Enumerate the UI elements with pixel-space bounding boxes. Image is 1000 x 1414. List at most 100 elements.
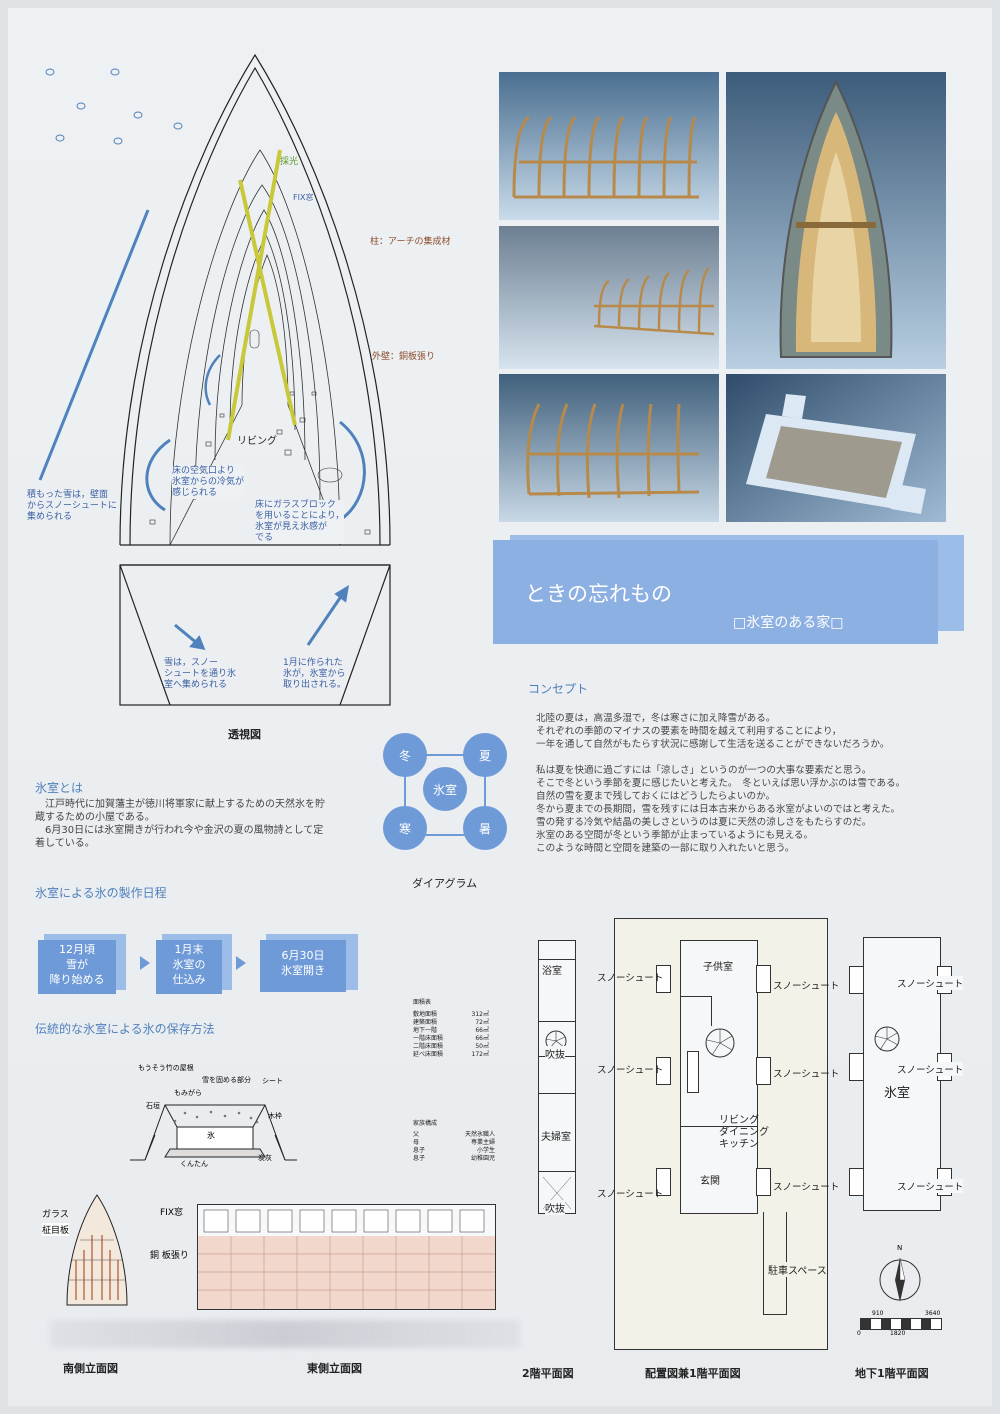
- north-label: N: [897, 1244, 903, 1252]
- snow-chute-box: [756, 1168, 771, 1196]
- snow-chute-box: [656, 965, 671, 993]
- schedule-step-2: 1月末 氷室の 仕込み: [156, 940, 222, 994]
- area-row-v: 66㎡: [475, 1035, 489, 1042]
- floor2-bath: 浴室: [542, 966, 562, 977]
- family-row-v: 小学生: [476, 1147, 495, 1154]
- scale-bar: [860, 1318, 942, 1330]
- south-elevation-drawing: [66, 1194, 128, 1306]
- label-light: 採光: [280, 157, 299, 167]
- floor1-ldk: リビング ダイニング キッチン: [719, 1115, 769, 1150]
- floor2-master: 夫婦室: [541, 1132, 571, 1143]
- label-kuntan: くんたん: [180, 1160, 208, 1168]
- family-row-k: 息子: [413, 1155, 426, 1162]
- title-sub: □氷室のある家□: [733, 615, 844, 631]
- east-elevation-copper: [197, 1236, 496, 1310]
- diagram-summer: 夏: [463, 733, 507, 777]
- area-row-k: 地下一階: [413, 1027, 438, 1034]
- scale-1820: 1820: [890, 1330, 906, 1337]
- schedule-arrow-1: [140, 956, 150, 970]
- basement-room: 氷室: [884, 1086, 911, 1101]
- label-sumi: 炭灰: [258, 1154, 272, 1162]
- family-row-v: 天然氷職人: [464, 1131, 495, 1138]
- floor1-kids-room: 子供室: [703, 962, 733, 973]
- basement-caption: 地下1階平面図: [855, 1367, 929, 1380]
- perspective-caption: 透視図: [228, 728, 261, 741]
- floor2-caption: 2階平面図: [522, 1367, 574, 1380]
- family-table-title: 家族構成: [413, 1120, 438, 1127]
- note-snow-wall: 積もった雪は，壁面 からスノーシュートに 集められる: [27, 490, 117, 522]
- floor2-plan: [538, 940, 576, 1214]
- snow-chute-box: [756, 965, 771, 993]
- north-arrow-icon: [879, 1257, 921, 1302]
- floor1-chute-label: スノーシュート: [597, 1065, 664, 1076]
- area-table-title: 面積表: [413, 999, 432, 1006]
- diagram-hot: 暑: [463, 806, 507, 850]
- diagram-cold: 寒: [383, 806, 427, 850]
- model-photo-2: [499, 226, 719, 369]
- family-table: 家族構成 父天然氷職人 母専業主婦 息子小学生 息子幼稚園児: [413, 1120, 495, 1163]
- basement-chute-label: スノーシュート: [897, 1062, 964, 1076]
- floor1-caption: 配置図兼1階平面図: [645, 1367, 741, 1380]
- floor1-parking: 駐車スペース: [768, 1262, 827, 1277]
- basement-chute-label: スノーシュート: [897, 976, 964, 990]
- perspective-drawing: [38, 53, 391, 706]
- basement-chute-label: スノーシュート: [897, 1179, 964, 1193]
- scale-910: 910: [872, 1310, 884, 1317]
- snow-chute-box: [656, 1168, 671, 1196]
- concept-heading: コンセプト: [528, 682, 589, 696]
- floor1-entrance: 玄関: [700, 1176, 720, 1187]
- diagram-winter: 冬: [383, 733, 427, 777]
- label-fix-window: FIX窓: [293, 193, 314, 202]
- area-row-k: 敷地面積: [413, 1011, 438, 1018]
- area-row-k: 建築面積: [413, 1019, 438, 1026]
- himuro-heading: 氷室とは: [35, 781, 84, 795]
- floor1-chute-label: スノーシュート: [773, 1069, 840, 1080]
- area-row-k: 一階床面積: [413, 1035, 444, 1042]
- area-row-v: 72㎡: [475, 1019, 489, 1026]
- note-glass-block: 床にガラスブロック を用いることにより， 氷室が見え氷感が でる: [255, 500, 345, 544]
- label-wall: 外壁：銅板張り: [372, 352, 436, 362]
- floor2-void-1: 吹抜: [545, 1046, 565, 1061]
- family-row-v: 専業主婦: [470, 1139, 495, 1146]
- diagram-center: 氷室: [423, 767, 467, 811]
- model-photo-1: [499, 72, 719, 220]
- label-sheet: シート: [262, 1077, 283, 1085]
- note-vent: 床の空気口より 氷室からの冷気が 感じられる: [172, 466, 245, 499]
- concept-text: 北陸の夏は，高温多湿で，冬は寒さに加え降雪がある。 それぞれの季節のマイナスの要…: [536, 713, 906, 854]
- area-row-k: 延べ床面積: [413, 1051, 444, 1058]
- label-ice: 氷: [207, 1131, 215, 1140]
- label-east-copper: 銅 板張り: [150, 1251, 189, 1261]
- south-elevation-caption: 南側立面図: [63, 1362, 118, 1375]
- schedule-step-3: 6月30日 氷室開き: [260, 940, 346, 992]
- floor2-void-2: 吹抜: [545, 1200, 565, 1215]
- floor1-chute-label: スノーシュート: [773, 1182, 840, 1193]
- label-east-fix: FIX窓: [160, 1208, 183, 1218]
- label-column: 柱：アーチの集成材: [370, 237, 451, 247]
- label-mokusaku: 木枠: [268, 1112, 282, 1120]
- snow-chute-box: [656, 1057, 671, 1085]
- east-elevation-caption: 東側立面図: [307, 1362, 362, 1375]
- himuro-text: 江戸時代に加賀藩主が徳川将軍家に献上するための天然氷を貯 蔵するための小屋である…: [35, 799, 325, 849]
- storage-section-drawing: [130, 1104, 297, 1161]
- label-ishigaki: 石垣: [146, 1102, 160, 1110]
- schedule-arrow-2: [236, 956, 246, 970]
- label-roof: もうそう竹の屋根: [138, 1064, 194, 1072]
- area-row-k: 二階床面積: [413, 1043, 444, 1050]
- floor1-chute-label: スノーシュート: [773, 981, 840, 992]
- floor1-chute-label: スノーシュート: [597, 1189, 664, 1200]
- label-momigara: もみがら: [174, 1089, 202, 1097]
- scale-3640: 3640: [925, 1310, 941, 1317]
- area-row-v: 50㎡: [475, 1043, 489, 1050]
- area-row-v: 312㎡: [471, 1011, 489, 1018]
- family-row-k: 母: [413, 1139, 420, 1146]
- snow-chute-box: [849, 1053, 864, 1081]
- family-row-k: 息子: [413, 1147, 426, 1154]
- family-row-v: 幼稚園児: [470, 1155, 495, 1162]
- scale-0: 0: [857, 1330, 861, 1337]
- snow-chute-box: [849, 966, 864, 994]
- schedule-step-1: 12月頃 雪が 降り始める: [38, 940, 116, 994]
- area-row-v: 66㎡: [475, 1027, 489, 1034]
- model-photo-5: [726, 374, 946, 522]
- model-photo-4: [726, 72, 946, 369]
